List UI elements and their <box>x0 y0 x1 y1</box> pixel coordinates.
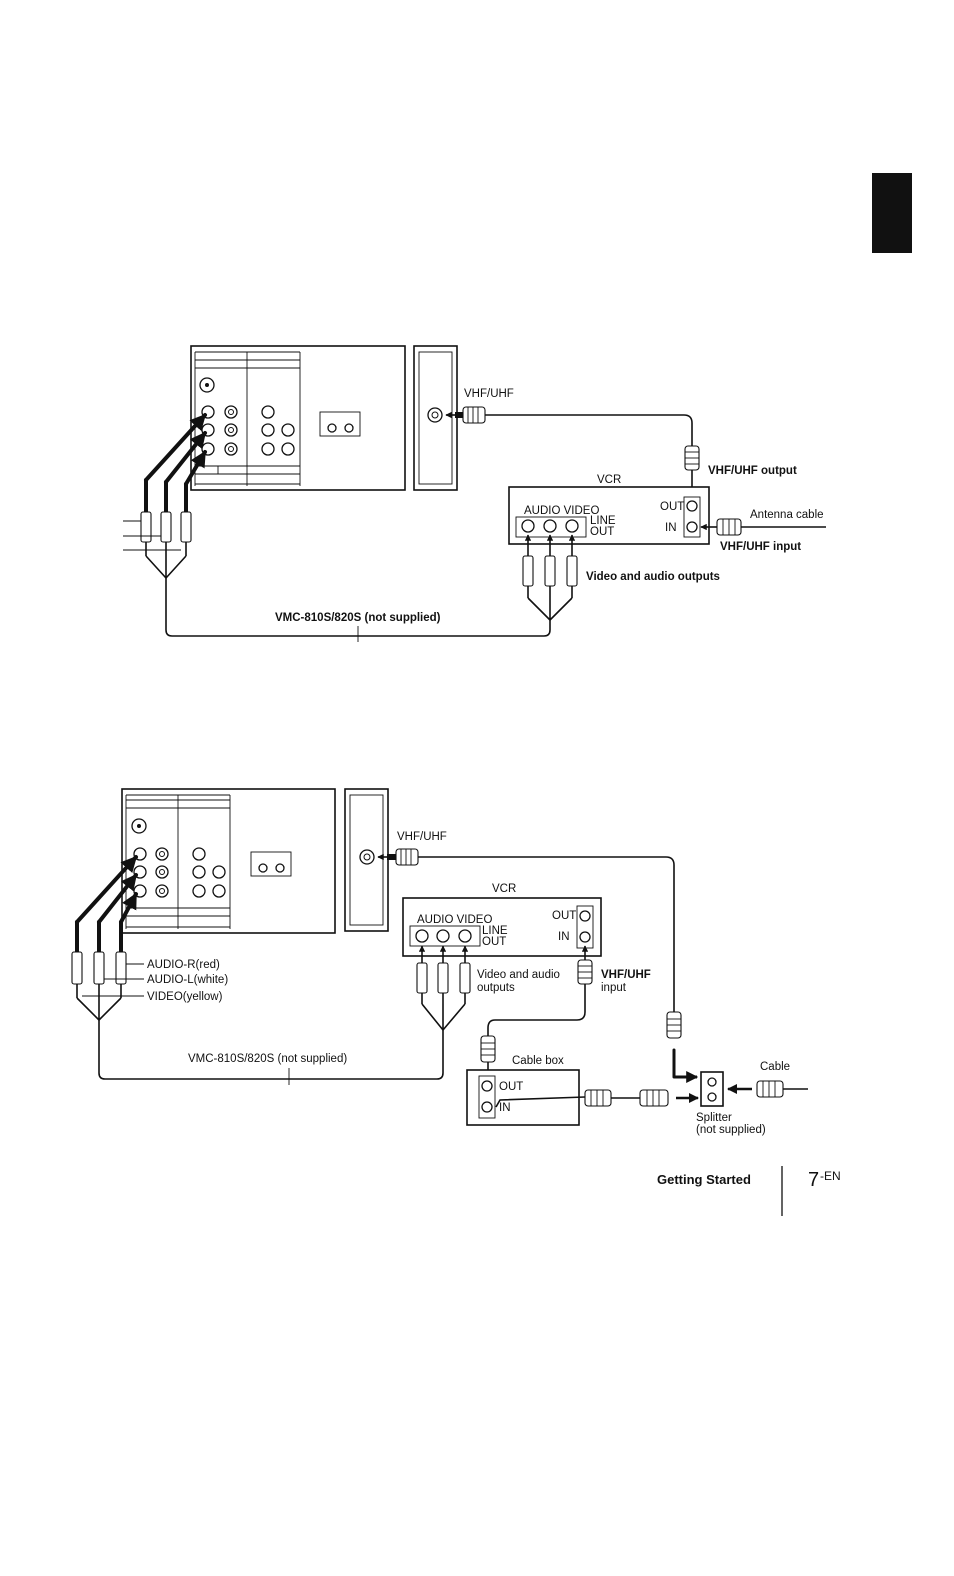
svg-text:OUT: OUT <box>552 910 576 922</box>
vhf-uhf-label: VHF/UHF <box>464 388 514 400</box>
diagram-top: VHF/UHF VHF/UHF output VCR AUDIO VIDEO <box>123 345 826 642</box>
vmc-cable-label: VMC-810S/820S (not supplied) <box>275 612 441 624</box>
section-tab <box>872 173 912 253</box>
vcr-in-coax-plug <box>487 945 593 1036</box>
vmc-cable-label: VMC-810S/820S (not supplied) <box>188 1053 347 1065</box>
tv-rca-plugs <box>71 855 144 1021</box>
splitter-coax-plug <box>666 1011 699 1083</box>
video-label: VIDEO(yellow) <box>147 991 223 1003</box>
splitter-label-1: Splitter <box>696 1112 732 1124</box>
section-title: Getting Started <box>657 1172 751 1187</box>
vcr-label: VCR <box>597 474 621 486</box>
vhf-uhf-label: VHF/UHF <box>397 831 447 843</box>
diagram-bottom: VHF/UHF VCR AUDIO VIDEO <box>71 788 808 1136</box>
page-number: 7 <box>808 1169 819 1191</box>
cable-box-label: Cable box <box>512 1055 564 1067</box>
tv-rear-panel <box>121 788 336 934</box>
tv-rca-plugs <box>123 413 207 579</box>
incoming-cable-plug <box>727 1080 808 1098</box>
splitter <box>700 1071 724 1107</box>
video-audio-outputs-label: Video and audio outputs <box>586 571 720 583</box>
vmc-cable-bottom <box>98 1020 444 1080</box>
vcr-rca-plugs <box>416 945 471 1031</box>
svg-text:OUT: OUT <box>482 936 506 948</box>
tv-coax-plug <box>445 406 486 424</box>
vcr-rca-plugs <box>522 534 578 621</box>
antenna-cable-label: Antenna cable <box>750 509 824 521</box>
vcr-rear-panel: AUDIO VIDEO LINE OUT OUT IN <box>508 486 710 545</box>
svg-text:AUDIO VIDEO: AUDIO VIDEO <box>524 505 599 517</box>
vcr-rear-panel: AUDIO VIDEO LINE OUT OUT IN <box>402 897 602 957</box>
vhf-uhf-input-label: VHF/UHF input <box>720 541 801 553</box>
cable-label: Cable <box>760 1061 790 1073</box>
vcr-label: VCR <box>492 883 516 895</box>
antenna-cable-plug <box>700 518 826 536</box>
svg-text:OUT: OUT <box>660 501 684 513</box>
svg-text:LINE: LINE <box>482 925 508 937</box>
tv-antenna-panel <box>413 345 458 491</box>
cable-box-coax-plug <box>480 1035 496 1083</box>
video-audio-outputs-label-2: outputs <box>477 982 515 994</box>
video-audio-outputs-label-1: Video and audio <box>477 969 560 981</box>
svg-text:OUT: OUT <box>590 526 614 538</box>
audio-l-label: AUDIO-L(white) <box>147 974 228 986</box>
svg-text:LINE: LINE <box>590 515 616 527</box>
vhf-uhf-input-label-2: input <box>601 982 627 994</box>
page-suffix: -EN <box>820 1169 841 1183</box>
svg-text:IN: IN <box>499 1102 511 1114</box>
svg-text:AUDIO VIDEO: AUDIO VIDEO <box>417 914 492 926</box>
vhf-uhf-input-label-1: VHF/UHF <box>601 969 651 981</box>
splitter-label-2: (not supplied) <box>696 1124 766 1136</box>
audio-r-label: AUDIO-R(red) <box>147 959 220 971</box>
tv-rear-panel <box>190 345 406 491</box>
tv-antenna-panel <box>344 788 389 932</box>
vhf-uhf-output-label: VHF/UHF output <box>708 465 797 477</box>
svg-text:IN: IN <box>665 522 677 534</box>
svg-text:OUT: OUT <box>499 1081 523 1093</box>
page-footer: Getting Started 7 -EN <box>657 1166 841 1216</box>
svg-text:IN: IN <box>558 931 570 943</box>
box-in-cable <box>495 1089 699 1108</box>
